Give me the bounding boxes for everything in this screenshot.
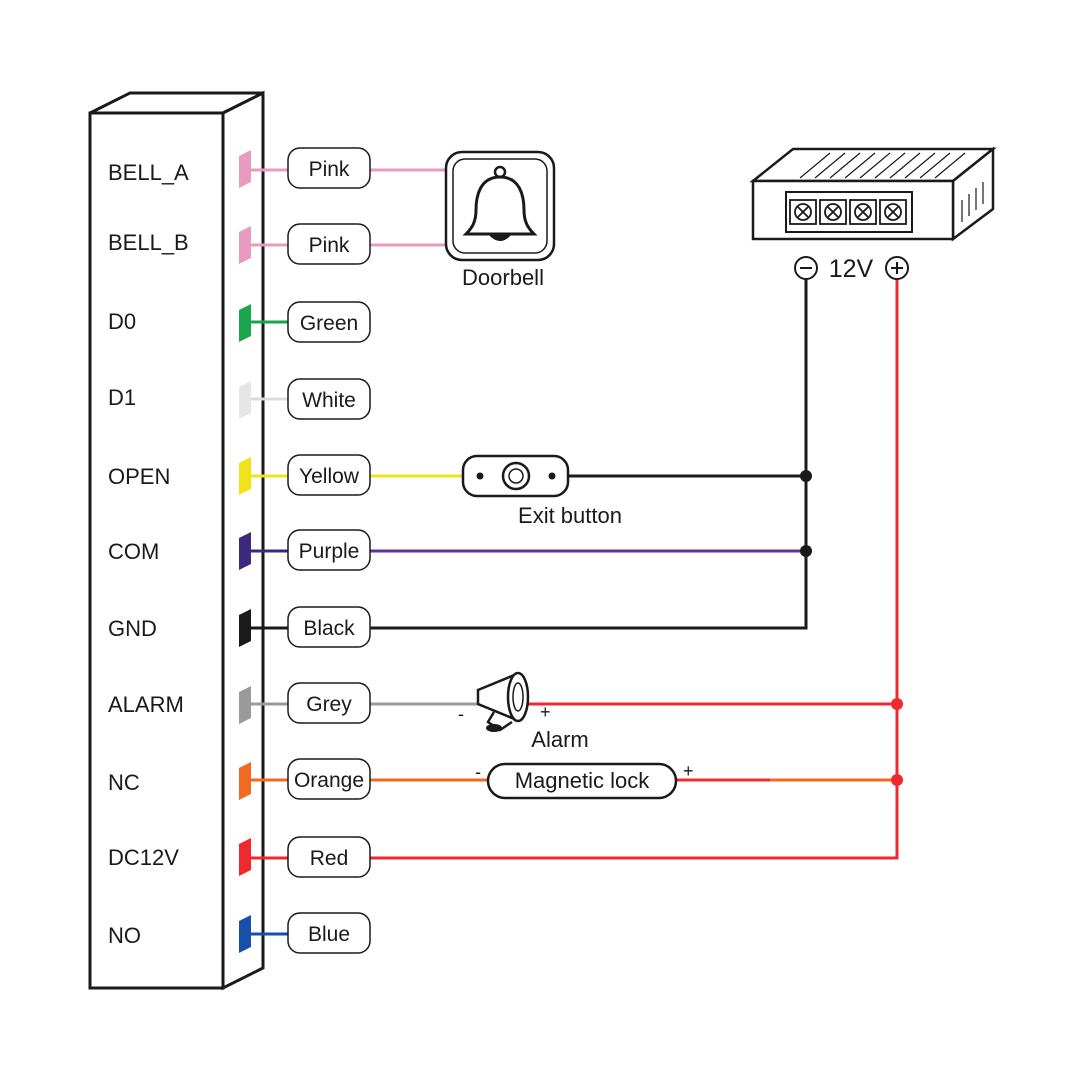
wire-label-alarm: Grey <box>287 682 371 724</box>
junction-black-open <box>800 470 812 482</box>
svg-text:Pink: Pink <box>309 158 350 181</box>
wire-labels: Pink Pink Green White Yellow Purple Blac… <box>287 147 371 954</box>
lock-plus-sign: + <box>683 761 694 781</box>
wire-label-dc12v: Red <box>287 836 371 878</box>
svg-text:Purple: Purple <box>299 540 360 563</box>
svg-text:Yellow: Yellow <box>299 465 360 488</box>
svg-text:White: White <box>302 389 356 412</box>
wire-label-d0: Green <box>287 301 371 343</box>
stub-nc <box>239 762 290 800</box>
wire-label-d1: White <box>287 378 371 420</box>
svg-text:Grey: Grey <box>306 693 352 716</box>
stub-no <box>239 915 290 953</box>
wire-black-gnd <box>370 270 808 630</box>
svg-text:Red: Red <box>310 847 349 870</box>
terminal-label-open: OPEN <box>108 464 170 489</box>
svg-text:Blue: Blue <box>308 923 350 946</box>
terminal-label-d1: D1 <box>108 385 136 410</box>
wire-label-com: Purple <box>287 529 371 571</box>
exit-button: Exit button <box>461 454 622 528</box>
stub-d1 <box>239 381 290 419</box>
terminal-label-bell-a: BELL_A <box>108 160 189 185</box>
junction-red-alarm <box>891 698 903 710</box>
magnetic-lock: - Magnetic lock + <box>475 761 694 800</box>
stub-dc12v <box>239 838 290 876</box>
magnetic-lock-label: Magnetic lock <box>515 768 651 793</box>
stub-d0 <box>239 304 290 342</box>
exit-button-label: Exit button <box>518 503 622 528</box>
vent-lines <box>799 152 984 222</box>
alarm-siren: - + Alarm <box>458 671 589 752</box>
plus-terminal-icon <box>885 256 909 280</box>
junction-red-lock <box>891 774 903 786</box>
stub-bell-b <box>239 226 290 264</box>
stub-gnd <box>239 609 290 647</box>
terminal-label-alarm: ALARM <box>108 692 184 717</box>
minus-terminal-icon <box>794 256 818 280</box>
screw-terminal-icons <box>789 199 907 225</box>
wire-red-dc12v <box>370 280 899 860</box>
power-supply: 12V <box>749 146 997 283</box>
stub-open <box>239 457 290 495</box>
controller-unit <box>88 90 265 991</box>
wire-label-nc: Orange <box>287 758 371 800</box>
wire-label-bell-b: Pink <box>287 223 371 265</box>
doorbell-label: Doorbell <box>462 265 544 290</box>
voltage-label: 12V <box>829 255 874 283</box>
terminal-label-bell-b: BELL_B <box>108 230 189 255</box>
alarm-label: Alarm <box>531 727 588 752</box>
junctions <box>800 470 903 786</box>
terminal-label-com: COM <box>108 539 159 564</box>
stub-com <box>239 532 290 570</box>
doorbell: Doorbell <box>444 150 556 290</box>
siren-icon <box>476 671 530 732</box>
wires <box>370 168 899 860</box>
svg-text:Black: Black <box>303 617 355 640</box>
bell-icon <box>462 165 538 241</box>
wire-label-open: Yellow <box>287 454 371 496</box>
wire-label-bell-a: Pink <box>287 147 371 189</box>
junction-black-com <box>800 545 812 557</box>
stub-bell-a <box>239 150 290 188</box>
terminal-label-d0: D0 <box>108 309 136 334</box>
terminal-label-gnd: GND <box>108 616 157 641</box>
terminal-label-nc: NC <box>108 770 140 795</box>
stub-alarm <box>239 686 290 724</box>
terminal-label-dc12v: DC12V <box>108 845 179 870</box>
terminal-label-no: NO <box>108 923 141 948</box>
wire-label-no: Blue <box>287 912 371 954</box>
alarm-minus-sign: - <box>458 704 464 724</box>
lock-minus-sign: - <box>475 762 481 782</box>
svg-text:Pink: Pink <box>309 234 350 257</box>
wire-stubs <box>239 150 290 953</box>
wire-label-gnd: Black <box>287 606 371 648</box>
terminal-labels: BELL_A BELL_B D0 D1 OPEN COM GND ALARM N… <box>108 160 189 948</box>
svg-text:Green: Green <box>300 312 358 335</box>
alarm-plus-sign: + <box>540 702 551 722</box>
svg-text:Orange: Orange <box>294 769 364 792</box>
